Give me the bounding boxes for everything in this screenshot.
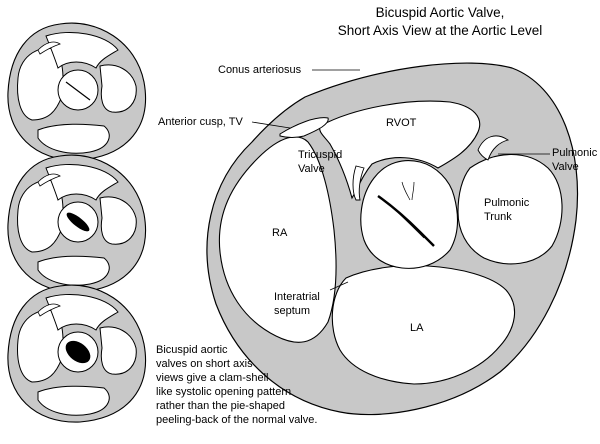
- label-pulmonic-valve-line-2: Valve: [552, 161, 579, 173]
- title-line-2: Short Axis View at the Aortic Level: [337, 23, 543, 38]
- small-heart-closed: [7, 22, 147, 161]
- label-la: LA: [410, 322, 424, 334]
- raphe-line-2: [411, 181, 415, 201]
- ra-chamber: [218, 136, 337, 343]
- leader-interatrial: [329, 281, 349, 291]
- label-conus-arteriosus: Conus arteriosus: [218, 64, 302, 76]
- label-pulmonic-trunk: Pulmonic Trunk: [484, 196, 529, 224]
- label-pulmonic-trunk-line-2: Trunk: [484, 211, 512, 223]
- la-chamber: [331, 264, 516, 385]
- pulmonic-trunk-chamber: [457, 153, 563, 265]
- aortic-root: [360, 160, 459, 269]
- tricuspid-leaflet: [352, 165, 365, 201]
- label-pulmonic-valve-line-1: Pulmonic: [552, 147, 598, 159]
- bicuspid-valve-line-inner: [383, 199, 425, 239]
- label-anterior-cusp-tv: Anterior cusp, TV: [158, 116, 243, 128]
- label-interatrial-line-2: septum: [274, 305, 311, 317]
- diagram-title: Bicuspid Aortic Valve, Short Axis View a…: [300, 4, 580, 40]
- caption-line: valves on short axis: [156, 358, 253, 370]
- leader-anterior-cusp: [251, 121, 291, 129]
- caption-line: views give a clam-shell: [156, 372, 269, 384]
- pulmonic-valve-cusp: [477, 135, 510, 161]
- title-line-1: Bicuspid Aortic Valve,: [375, 5, 505, 20]
- raphe-line: [401, 181, 411, 201]
- label-tricuspid-valve: Tricuspid Valve: [298, 148, 342, 176]
- open-valve: [65, 340, 91, 364]
- label-tricuspid-line-2: Valve: [298, 163, 325, 175]
- caption-line: Bicuspid aortic: [156, 344, 228, 356]
- closed-valve-line: [65, 81, 91, 101]
- label-rvot: RVOT: [386, 117, 417, 129]
- label-interatrial-line-1: Interatrial: [274, 291, 320, 303]
- label-tricuspid-line-1: Tricuspid: [298, 149, 343, 161]
- label-ra: RA: [272, 227, 288, 239]
- label-pulmonic-valve: Pulmonic Valve: [552, 146, 597, 174]
- large-heart: [206, 62, 579, 416]
- label-interatrial-septum: Interatrial septum: [274, 290, 320, 318]
- small-heart-partially-open: [7, 154, 147, 293]
- small-heart-open: [7, 284, 147, 423]
- anterior-cusp-tv: [279, 117, 329, 138]
- caption-line: like systolic opening pattern: [156, 386, 292, 398]
- label-pulmonic-trunk-line-1: Pulmonic: [484, 197, 530, 209]
- partially-open-valve: [66, 212, 90, 232]
- caption-line: peeling-back of the normal valve.: [156, 414, 318, 426]
- caption-line: rather than the pie-shaped: [156, 400, 286, 412]
- caption: Bicuspid aortic valves on short axis vie…: [156, 343, 356, 427]
